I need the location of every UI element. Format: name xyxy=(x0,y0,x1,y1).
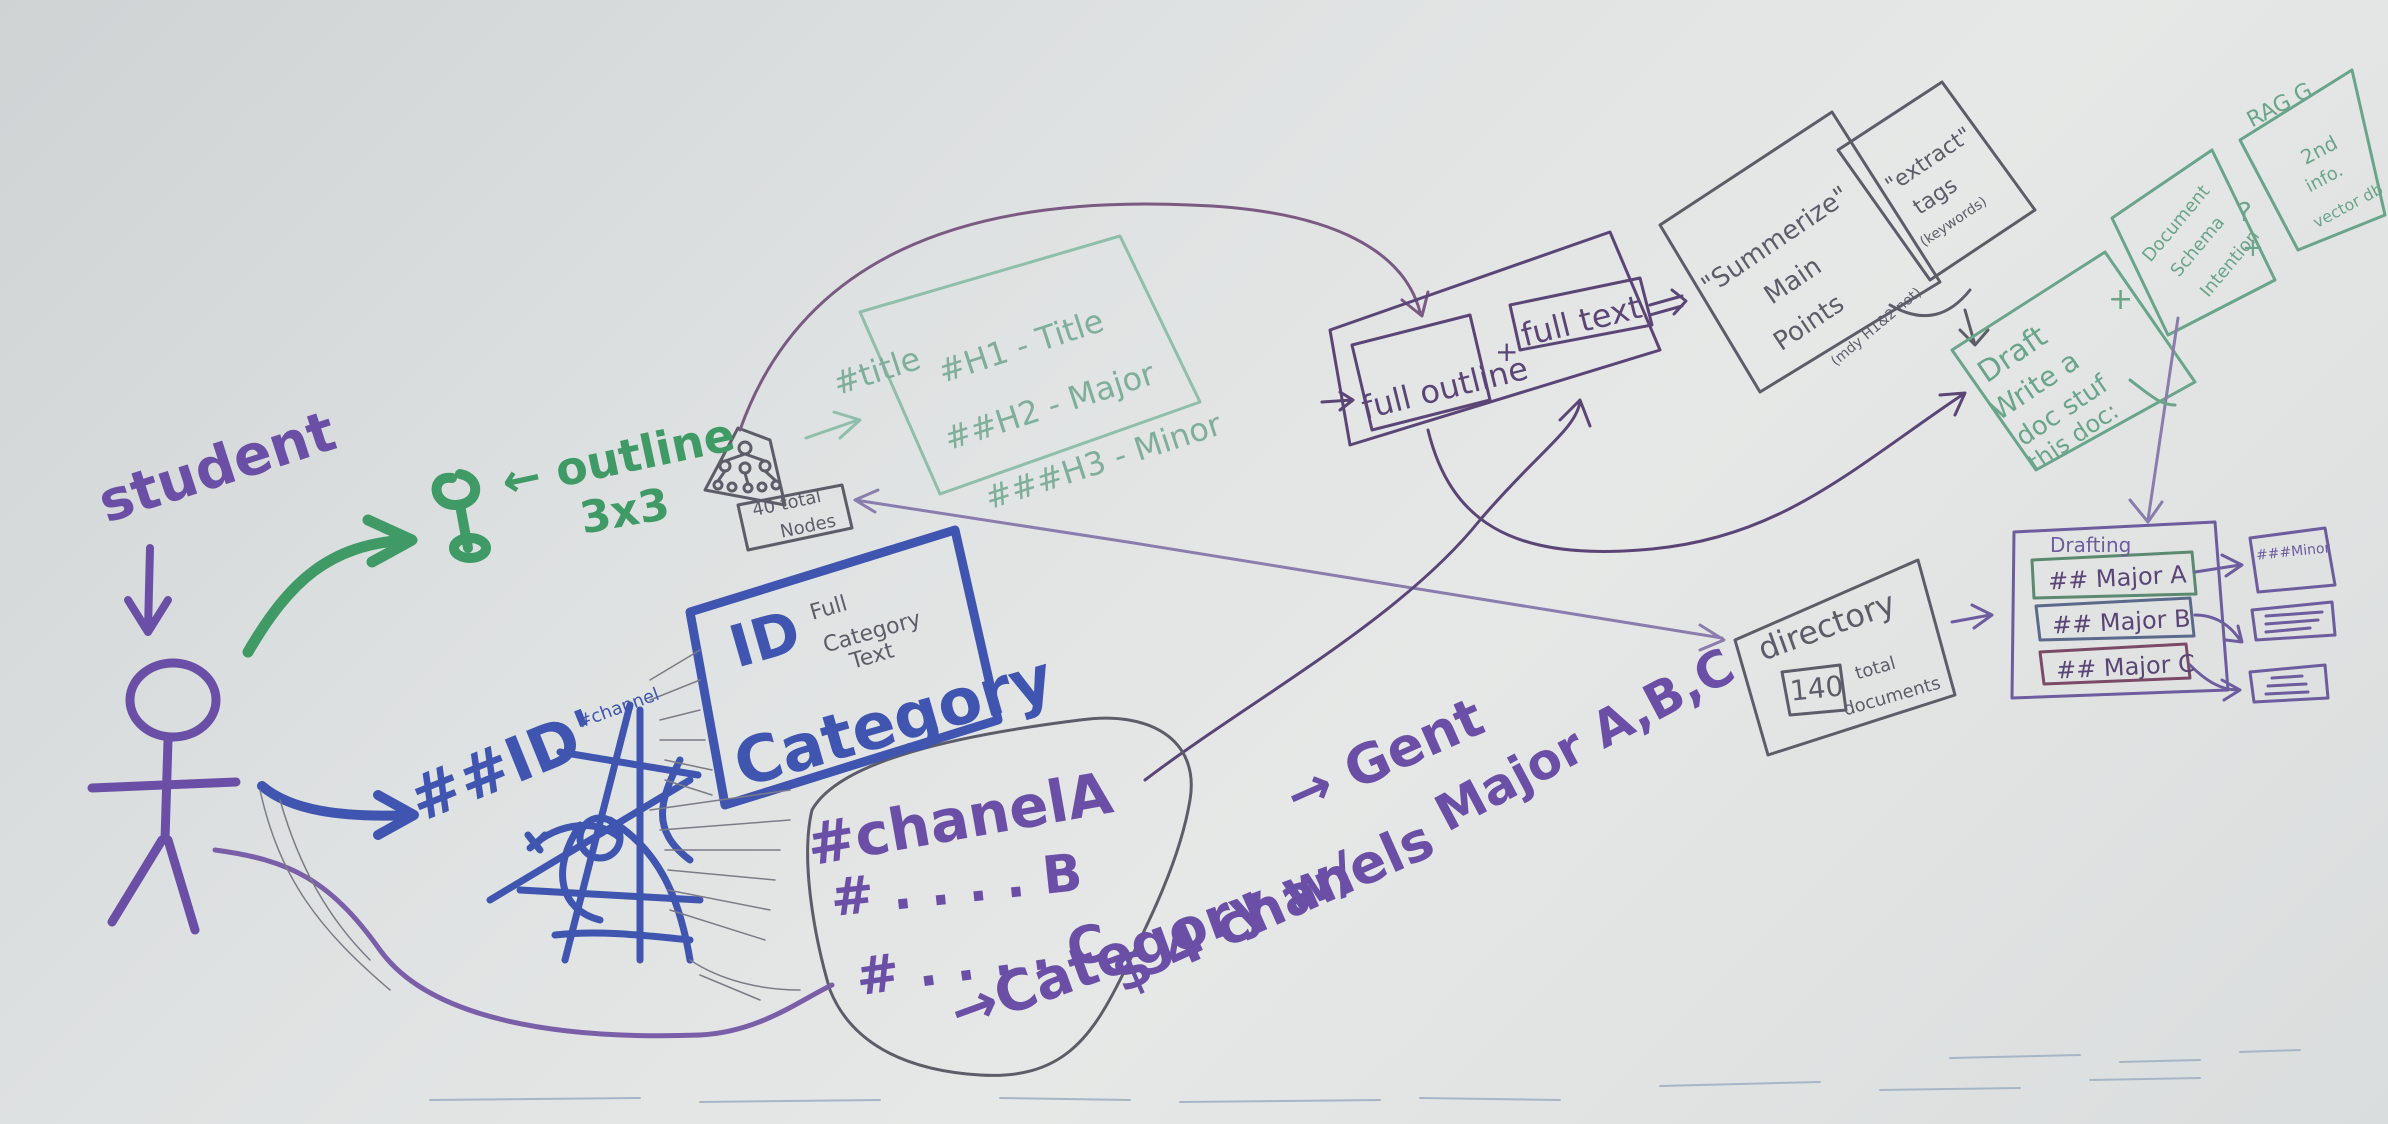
draft-plus: + xyxy=(2108,282,2134,317)
into-fullbox-arrow xyxy=(1320,390,1355,412)
drafting-title: Drafting xyxy=(2050,533,2132,557)
output-doc-1 xyxy=(2248,526,2337,594)
channels-blob xyxy=(806,716,1193,1077)
schema-box xyxy=(2110,148,2277,337)
student-down-arrow xyxy=(124,544,172,636)
directory-box xyxy=(1733,558,1957,757)
directory-to-drafting-arrow xyxy=(1950,603,1994,630)
count-box xyxy=(1780,663,1848,717)
output-doc-2 xyxy=(2250,600,2337,642)
output-doc-3 xyxy=(2248,663,2330,704)
majorC-output-arrow xyxy=(2188,663,2242,702)
paper-edge-lines xyxy=(429,1049,2301,1103)
tree-icon xyxy=(703,426,787,507)
majorB-output-arrow xyxy=(2193,613,2244,644)
channel-web xyxy=(486,701,704,964)
arrow-to-outline xyxy=(242,514,418,658)
tree-to-fullbox-arc xyxy=(738,202,1430,432)
draft-box xyxy=(1950,250,2197,472)
full-plus: + xyxy=(1495,335,1519,368)
rag-box xyxy=(2238,68,2387,252)
draft-to-drafting-arrow xyxy=(2128,316,2180,524)
extract-box xyxy=(1836,80,2037,282)
outline-node-icon xyxy=(431,469,491,563)
arrow-to-id xyxy=(257,781,419,840)
rag-qmark: ? xyxy=(2238,198,2252,228)
fullbox-to-draft-curve xyxy=(1426,391,1967,553)
drafting-section-c: ## Major C xyxy=(2055,649,2196,685)
outline-document xyxy=(858,234,1202,496)
drafting-section-b: ## Major B xyxy=(2051,604,2192,640)
drafting-section-a: ## Major A xyxy=(2047,560,2188,596)
channel-web-thin-lines xyxy=(259,649,801,1001)
rag-plus: + xyxy=(2242,233,2264,263)
nodes-box xyxy=(736,483,854,552)
directory-count: 140 xyxy=(1788,669,1845,708)
majorA-output-arrow xyxy=(2193,553,2244,578)
summarize-box xyxy=(1658,110,1942,394)
nodes-to-directory-line xyxy=(853,488,1726,652)
student-figure xyxy=(87,658,241,935)
tree-to-outline-arrow xyxy=(804,410,862,440)
draft-tail xyxy=(2128,378,2177,407)
channels-to-fulltext-curve xyxy=(1143,398,1592,782)
category-box xyxy=(685,525,1003,810)
student-to-channels-curve xyxy=(212,847,835,1039)
to-draft-merge xyxy=(1888,288,1990,347)
fullbox-to-summarize-arrow xyxy=(1648,288,1688,317)
